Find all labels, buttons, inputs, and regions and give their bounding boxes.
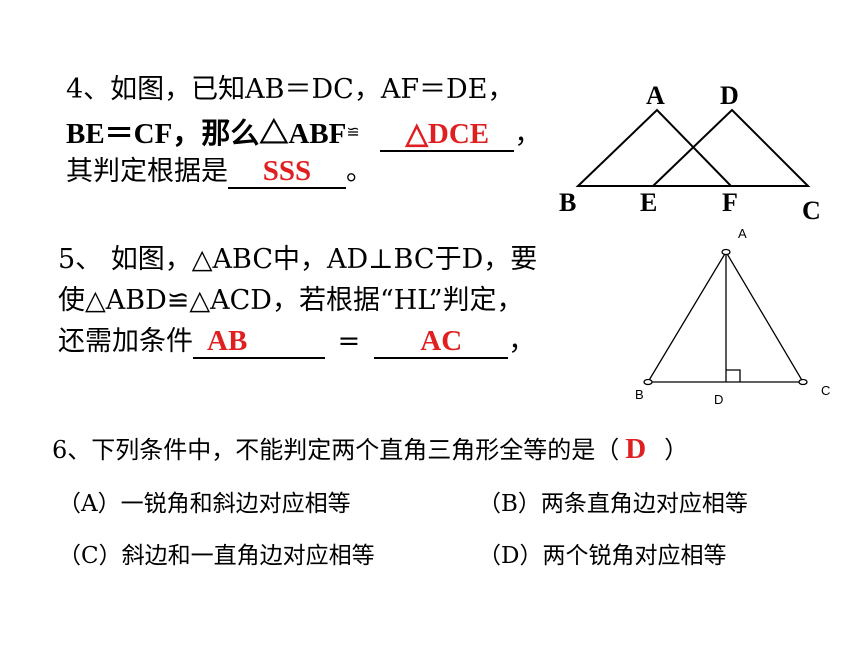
q4-blank-1: △DCE [380, 118, 515, 152]
q4-triangle-abf [575, 108, 734, 187]
q5-label-b: B [635, 387, 644, 402]
q5-right-angle-mark [726, 369, 741, 382]
q6-option-b: （B）两条直角边对应相等 [478, 491, 748, 517]
q6-option-d: （D）两个锐角对应相等 [478, 543, 727, 569]
q5-label-d: D [714, 392, 723, 407]
q6-option-c: （C）斜边和一直角边对应相等 [58, 543, 375, 569]
q5-label-a: A [738, 226, 747, 241]
q5-vertex-b [643, 378, 653, 386]
q5-vertex-c [798, 378, 808, 386]
q4-answer-2: SSS [262, 155, 312, 187]
q4-label-c: C [802, 196, 821, 225]
q4-label-b: B [559, 188, 576, 217]
q5-answer-1: AB [207, 325, 248, 357]
q5-line-1: 5、 如图，△ABC中，AD⊥BC于D，要 [58, 244, 538, 275]
q4-label-f: F [722, 188, 738, 217]
q4-label-d: D [720, 81, 739, 110]
q6-answer: D [625, 433, 647, 465]
q5-label-c: C [821, 383, 830, 398]
q4-blank-2: SSS [228, 156, 346, 189]
q4-label-e: E [640, 188, 657, 217]
q4-line-2: BE＝CF，那么△ABF≌ △DCE， [66, 118, 542, 152]
q5-vertex-a [721, 248, 731, 256]
q5-blank-1: AB [193, 326, 325, 359]
q4-answer-1: △DCE [405, 118, 490, 150]
q5-line-2: 使△ABD≌△ACD，若根据“HL”判定， [58, 285, 524, 316]
q4-label-a: A [646, 81, 665, 110]
q5-answer-2: AC [420, 325, 463, 357]
q4-line-1: 4、如图，已知AB＝DC，AF＝DE， [66, 74, 515, 105]
q5-blank-2: AC [374, 325, 509, 359]
q6-option-a: （A）一锐角和斜边对应相等 [58, 491, 351, 517]
q4-triangle-dce [650, 108, 811, 187]
q6-stem: 6、下列条件中，不能判定两个直角三角形全等的是（D） [52, 433, 689, 465]
